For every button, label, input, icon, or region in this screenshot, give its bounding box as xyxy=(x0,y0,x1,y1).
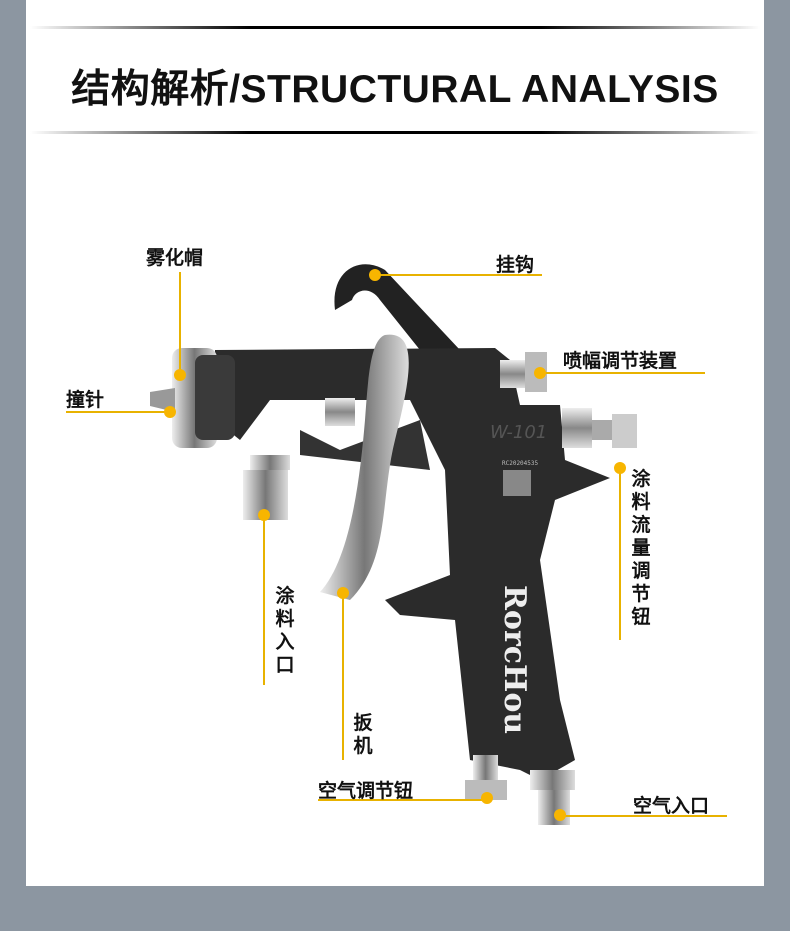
label-spray-width-adjuster: 喷幅调节装置 xyxy=(563,350,678,372)
air-inlet-fitting xyxy=(538,790,570,825)
bottom-divider xyxy=(30,131,760,134)
air-adjust-marker xyxy=(481,792,493,804)
label-hook: 挂钩 xyxy=(496,254,535,276)
brand-mark: RorcHou xyxy=(497,585,532,734)
air-adjust-knob-shape xyxy=(465,780,507,800)
qr-code xyxy=(503,470,531,496)
hook-shape xyxy=(334,264,460,350)
hook-marker xyxy=(369,269,381,281)
fluid-knob-marker xyxy=(614,462,626,474)
needle-marker xyxy=(164,406,176,418)
label-needle: 撞针 xyxy=(66,389,105,411)
air-cap-marker xyxy=(174,369,186,381)
trigger-shape xyxy=(320,334,409,600)
model-mark: W-101 xyxy=(490,422,547,443)
gun-body xyxy=(215,348,610,780)
label-fluid-flow-knob: 涂料流量调节钮 xyxy=(631,468,651,628)
air-inlet-marker xyxy=(554,809,566,821)
label-air-cap: 雾化帽 xyxy=(146,247,204,269)
top-divider xyxy=(30,26,760,29)
label-paint-inlet: 涂料入口 xyxy=(275,585,295,676)
trigger-marker xyxy=(337,587,349,599)
label-air-adjust-knob: 空气调节钮 xyxy=(318,780,414,802)
label-air-inlet: 空气入口 xyxy=(633,795,710,817)
label-trigger: 扳机 xyxy=(353,712,373,757)
paint-inlet-marker xyxy=(258,509,270,521)
serial-mark: RC20204535 xyxy=(502,460,539,467)
page-title: 结构解析/STRUCTURAL ANALYSIS xyxy=(71,68,719,111)
spray-width-marker xyxy=(534,367,546,379)
